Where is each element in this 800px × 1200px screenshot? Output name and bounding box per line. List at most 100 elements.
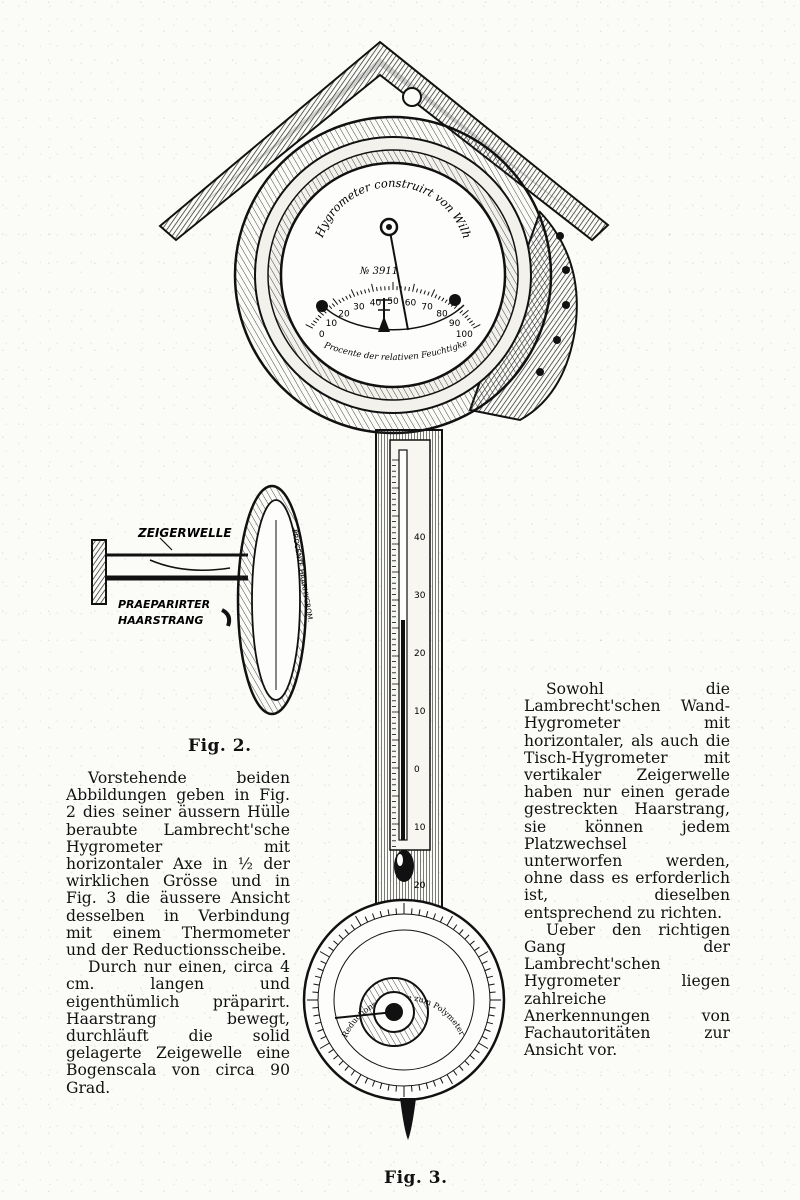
scale-arc <box>321 304 465 331</box>
disc-tick-mark <box>314 975 322 979</box>
scale-tick-mark <box>350 289 356 297</box>
disc-tick-mark <box>469 1054 475 1060</box>
disc-tick-mark <box>488 983 495 986</box>
disc-tick-mark <box>478 1042 489 1049</box>
disc-tick-mark <box>418 1084 421 1091</box>
thermometer-tick-label: 20 <box>414 881 426 891</box>
disc-tick-mark <box>328 1048 334 1054</box>
disc-tick-mark <box>350 924 356 930</box>
disc-tick-mark <box>486 1021 494 1025</box>
disc-tick-mark <box>439 1077 444 1084</box>
fig3-caption: Fig. 3. <box>384 1168 448 1188</box>
scale-tick-mark <box>331 303 336 307</box>
disc-tick-mark <box>452 924 458 930</box>
disc-pointer <box>334 1011 395 1019</box>
disc-tick-mark <box>317 968 324 972</box>
scale-tick-mark <box>459 310 464 314</box>
disc-tick-mark <box>446 1074 453 1085</box>
label-haarstrang: HAARSTRANG <box>118 614 203 627</box>
disc-tick-mark <box>320 960 327 965</box>
disc-tick-mark <box>395 908 397 915</box>
disc-tick-mark <box>344 929 350 935</box>
label-zeigerwelle: ZEIGERWELLE <box>137 526 232 540</box>
disc-tick-mark <box>313 983 320 986</box>
scale-tick-label: 90 <box>449 319 461 329</box>
scale-tick-mark <box>456 307 461 312</box>
disc-tick-mark <box>458 1065 464 1071</box>
scale-tick-mark <box>348 294 352 299</box>
scale-tick-label: 100 <box>456 330 473 340</box>
scale-tick-mark <box>423 290 426 295</box>
disc-tick-mark <box>395 1085 397 1092</box>
scale-tick-label: 70 <box>421 303 433 313</box>
scale-tick-mark <box>332 298 339 306</box>
scale-tick-mark <box>427 291 430 296</box>
disc-tick-mark <box>355 915 362 926</box>
scale-tick-mark <box>317 309 325 316</box>
disc-tick-mark <box>484 1028 491 1032</box>
scale-tick-mark <box>472 324 481 329</box>
right-paragraph-1: Sowohl die Lambrecht'schen Wand-Hygromet… <box>524 680 730 922</box>
mercury-column <box>401 620 405 840</box>
scale-tick-mark <box>371 283 374 292</box>
disc-tick-mark <box>469 940 475 946</box>
disc-tick-mark <box>379 910 383 918</box>
scale-tick-mark <box>376 287 378 292</box>
disc-tick-mark <box>488 1014 495 1017</box>
disc-tick-mark <box>425 910 429 918</box>
disc-tick-mark <box>464 934 470 940</box>
disc-tick-mark <box>333 1054 339 1060</box>
scale-tick-mark <box>328 305 333 310</box>
disc-tick-mark <box>313 1014 320 1017</box>
disc-tick-mark <box>452 1070 458 1076</box>
disc-tick-mark <box>439 916 444 923</box>
disc-tick-mark <box>464 1060 470 1066</box>
disc-tick-mark <box>486 975 494 979</box>
scale-tick-label: 80 <box>436 310 448 320</box>
scale-tick-mark <box>441 297 445 302</box>
scale-tick-label: 0 <box>319 330 325 340</box>
disc-tick-mark <box>372 1080 376 1087</box>
disc-tick-mark <box>312 991 319 993</box>
scale-tick-mark <box>412 283 415 292</box>
disc-tick-mark <box>314 1021 322 1025</box>
scale-tick-mark <box>471 323 476 326</box>
left-paragraph-1: Vorstehende beiden Abbildungen geben in … <box>66 769 290 960</box>
disc-tick-mark <box>372 913 376 920</box>
disc-tick-mark <box>446 915 453 926</box>
thermometer-tick-label: 10 <box>414 707 426 717</box>
scale-tick-mark <box>345 295 349 300</box>
disc-tick-mark <box>418 909 421 916</box>
disc-tick-mark <box>317 1028 324 1032</box>
scale-tick-mark <box>430 289 436 297</box>
disc-tick-mark <box>350 1070 356 1076</box>
disc-tick-mark <box>425 1082 429 1090</box>
disc-tick-mark <box>478 951 489 958</box>
scale-tick-mark <box>469 320 473 324</box>
scale-tick-mark <box>466 317 471 321</box>
screw-right <box>449 294 461 306</box>
hair-strand <box>149 559 231 571</box>
scale-tick-mark <box>419 289 422 294</box>
wall-bracket <box>91 539 107 605</box>
disc-tick-mark <box>355 1074 362 1085</box>
disc-tick-mark <box>484 968 491 972</box>
scale-tick-label: 60 <box>405 298 417 308</box>
scale-tick-mark <box>310 323 315 326</box>
disc-tick-mark <box>387 1084 390 1091</box>
scale-tick-mark <box>315 317 320 321</box>
disc-tick-mark <box>481 1035 488 1040</box>
disc-scale-ticks <box>307 903 501 1097</box>
thermometer-bulb <box>394 850 414 882</box>
disc-tick-mark <box>474 1048 480 1054</box>
screw-left <box>316 300 328 312</box>
label-praeparirter: PRAEPARIRTER <box>118 598 210 611</box>
scale-tick-mark <box>313 320 317 324</box>
disc-tick-mark <box>344 1065 350 1071</box>
disc-tick-mark <box>319 1042 330 1049</box>
fig2-caption: Fig. 2. <box>188 736 252 756</box>
disc-finial <box>400 1098 416 1140</box>
disc-tick-mark <box>458 929 464 935</box>
scale-tick-mark <box>437 295 441 300</box>
